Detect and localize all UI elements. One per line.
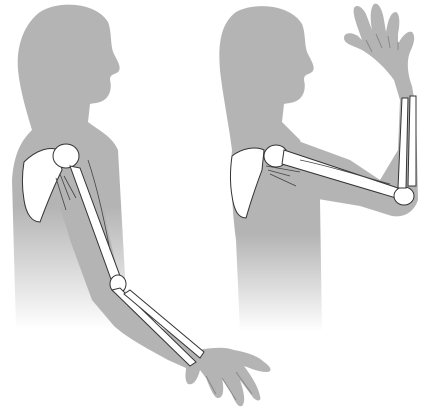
figure-arm-raised	[219, 4, 418, 332]
ulna-right	[398, 98, 408, 188]
humeral-head-left	[53, 144, 79, 168]
elbow-right	[394, 187, 414, 205]
radius-right	[408, 96, 416, 186]
